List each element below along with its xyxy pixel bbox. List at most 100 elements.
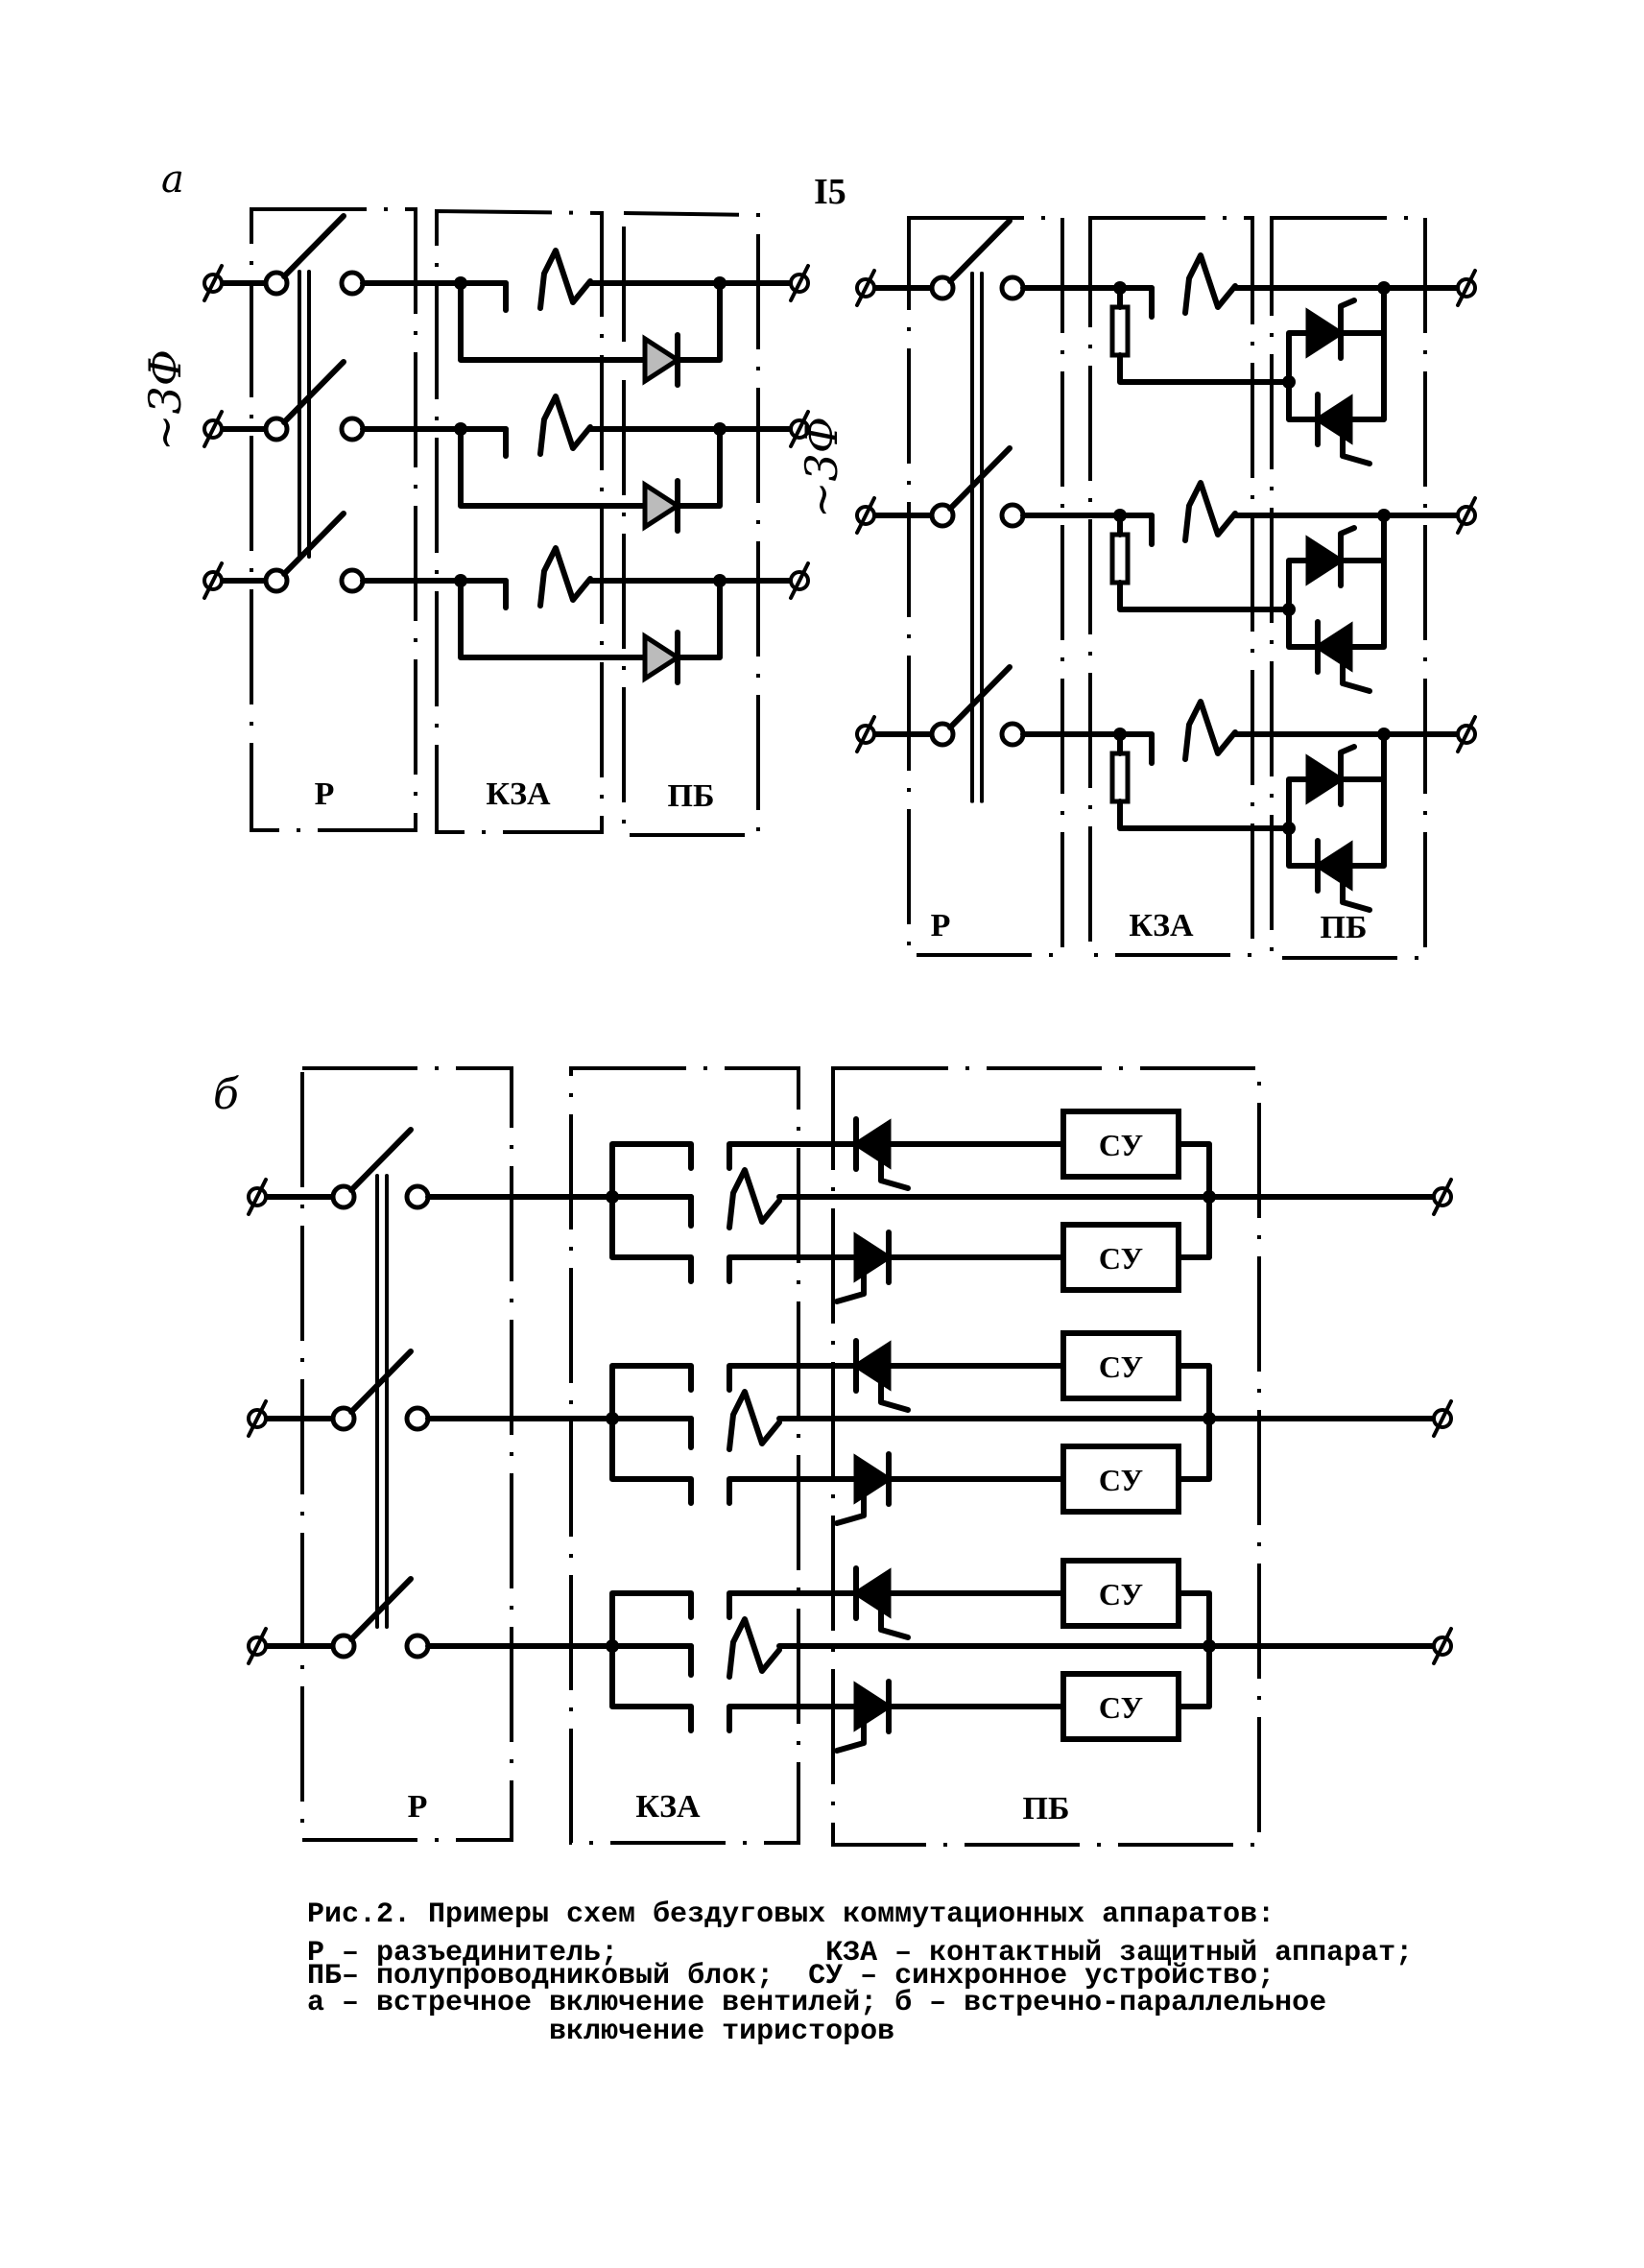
block-label-r-2: Р xyxy=(931,908,951,943)
input-terminal-icon xyxy=(247,1178,268,1216)
phase-row xyxy=(855,218,1477,466)
open-contact xyxy=(999,502,1026,529)
wire xyxy=(675,578,723,660)
sync-unit-box xyxy=(1060,1330,1181,1401)
terminal-slash xyxy=(247,1627,268,1665)
thyristor-gate xyxy=(1338,525,1357,560)
terminal-slash xyxy=(247,1178,268,1216)
terminal-slash xyxy=(789,561,810,600)
thyristor-icon xyxy=(1313,838,1372,913)
thyristor-icon xyxy=(1313,392,1372,466)
terminal-slash xyxy=(1456,715,1477,753)
diode-triangle xyxy=(853,1681,893,1732)
thyristor-icon xyxy=(1305,298,1357,361)
wire xyxy=(1286,825,1321,869)
terminal-ring xyxy=(1432,1186,1453,1207)
wire xyxy=(458,426,648,509)
wire xyxy=(1347,513,1387,650)
terminal-slash xyxy=(855,715,876,753)
disconnector-pole xyxy=(872,664,1026,748)
wire xyxy=(458,280,648,363)
wire xyxy=(727,1590,867,1620)
resistor-icon xyxy=(1109,532,1131,585)
frame-kza xyxy=(435,208,604,834)
output-terminal-icon xyxy=(1456,715,1477,753)
disconnector-pole xyxy=(220,213,366,297)
thyristor-gate xyxy=(878,1155,911,1191)
thyristor-gate xyxy=(834,1490,867,1526)
wire xyxy=(1176,1141,1212,1200)
switch-blade xyxy=(348,1349,414,1415)
thyristor-gate xyxy=(1340,430,1372,466)
wire xyxy=(1117,352,1292,385)
sync-unit-label: СУ xyxy=(1099,1241,1143,1276)
terminal-slash xyxy=(247,1399,268,1438)
sync-unit-label: СУ xyxy=(1099,1690,1143,1725)
wire xyxy=(1286,379,1321,422)
terminal-slash xyxy=(203,561,224,600)
switch-blade xyxy=(281,213,346,279)
output-terminal-icon xyxy=(1432,1178,1453,1216)
disconnector-pole xyxy=(220,511,366,594)
terminal-ring xyxy=(1456,724,1477,745)
sync-unit-box xyxy=(1060,1671,1181,1742)
open-contact xyxy=(339,270,366,297)
wire xyxy=(1176,1194,1212,1260)
switch-blade xyxy=(947,664,1013,730)
coil-zigzag-icon xyxy=(727,1167,782,1230)
wire xyxy=(727,1254,867,1284)
thyristor-icon xyxy=(834,1451,893,1526)
sync-unit-label: СУ xyxy=(1099,1577,1143,1611)
sync-unit-block: СУ xyxy=(1060,1444,1181,1515)
open-contact xyxy=(339,567,366,594)
thyristor-gate xyxy=(834,1717,867,1754)
frame-r xyxy=(250,207,417,832)
wire xyxy=(1176,1416,1212,1482)
wire xyxy=(727,1141,867,1171)
block-label-pb: ПБ xyxy=(668,778,715,814)
legend-line-2: ПБ– полупроводниковый блок; СУ – синхрон… xyxy=(307,1960,1275,1993)
diode-triangle xyxy=(642,480,682,532)
wire xyxy=(1176,1590,1212,1649)
switch-blade xyxy=(281,359,346,425)
terminal-ring xyxy=(789,273,810,294)
wire xyxy=(609,1141,694,1200)
figure-caption-title: Рис.2. Примеры схем бездуговых коммутаци… xyxy=(307,1898,1275,1931)
input-terminal-icon xyxy=(247,1399,268,1438)
thyristor-icon xyxy=(1305,525,1357,588)
coil-zigzag-icon xyxy=(727,1616,782,1680)
diode-icon xyxy=(642,332,682,388)
disconnector-pole xyxy=(220,359,366,442)
terminal-slash xyxy=(789,264,810,302)
resistor-icon xyxy=(1109,751,1131,804)
terminal-slash xyxy=(203,264,224,302)
wire xyxy=(1286,330,1311,385)
page-number: I5 xyxy=(814,172,846,212)
open-contact xyxy=(404,1183,431,1210)
input-terminal-icon xyxy=(855,496,876,535)
legend-line-1: Р – разъединитель; КЗА – контактный защи… xyxy=(307,1937,1414,1970)
thyristor-icon xyxy=(851,1565,911,1640)
input-terminal-icon xyxy=(855,715,876,753)
thyristor-gate xyxy=(1338,298,1357,332)
terminal-ring xyxy=(789,418,810,440)
terminal-ring xyxy=(1432,1408,1453,1429)
coil-zigzag-icon xyxy=(537,545,593,609)
sync-unit-label: СУ xyxy=(1099,1463,1143,1497)
open-contact xyxy=(339,416,366,442)
thyristor-gate xyxy=(878,1376,911,1413)
output-terminal-icon xyxy=(789,561,810,600)
terminal-ring xyxy=(1456,505,1477,526)
diode-triangle xyxy=(642,334,682,386)
sync-unit-box xyxy=(1060,1109,1181,1180)
figure-b-label: б xyxy=(213,1070,239,1119)
sync-unit-block: СУ xyxy=(1060,1222,1181,1293)
terminal-slash xyxy=(855,496,876,535)
input-terminal-icon xyxy=(203,264,224,302)
wire xyxy=(675,280,723,363)
thyristor-icon xyxy=(1305,744,1357,807)
thyristor-icon xyxy=(851,1116,911,1191)
